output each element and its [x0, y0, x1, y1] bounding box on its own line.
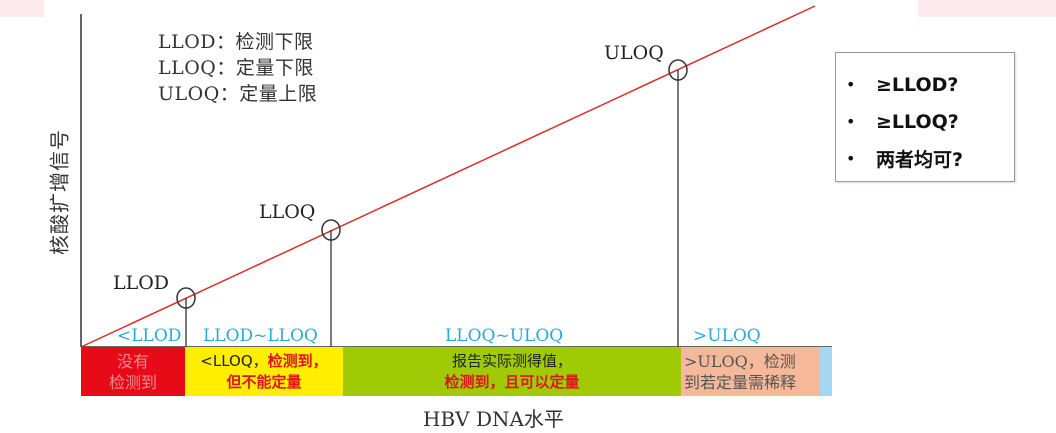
question-item: • ≥LLOD?: [846, 66, 1014, 103]
zone-not-detected-line2: 检测到: [108, 372, 157, 392]
top-left-decoration: [0, 0, 44, 17]
legend-lloq: LLOQ：定量下限: [158, 57, 314, 79]
zone-edge-strip: [820, 347, 832, 396]
y-axis-label: 核酸扩增信号: [47, 129, 72, 255]
legend-uloq: ULOQ：定量上限: [158, 83, 318, 105]
zone-quantifiable-line2: 检测到，且可以定量: [444, 372, 580, 391]
zone-detected-line1: <LLOQ，检测到，: [200, 351, 327, 372]
zone-above-uloq-line1: >ULOQ，检测: [684, 351, 796, 371]
bullet-icon: •: [846, 149, 856, 168]
question-box: • ≥LLOD? • ≥LLOQ? • 两者均可?: [835, 52, 1015, 182]
zone-quantifiable: 报告实际测得值， 检测到，且可以定量: [343, 347, 681, 396]
question-text: ≥LLOD?: [876, 73, 959, 96]
top-right-decoration: [918, 0, 1056, 17]
range-label-lloq-uloq: LLOQ~ULOQ: [445, 326, 564, 346]
zone-detected-line2: 但不能定量: [226, 372, 302, 391]
zone-above-uloq: >ULOQ，检测 到若定量需稀释: [681, 347, 820, 396]
zone-quantifiable-line1: 报告实际测得值，: [451, 351, 572, 370]
uloq-point-label: ULOQ: [604, 42, 664, 64]
zone-detected-not-quantified: <LLOQ，检测到， 但不能定量: [185, 347, 343, 396]
uloq-marker: [668, 59, 688, 81]
question-item: • 两者均可?: [846, 140, 1014, 177]
zone-not-detected-line1: 没有: [116, 351, 149, 371]
zone-not-detected: 没有 检测到: [81, 347, 185, 396]
question-text: 两者均可?: [876, 149, 964, 171]
question-item: • ≥LLOQ?: [846, 103, 1014, 140]
bullet-icon: •: [846, 75, 856, 94]
range-label-below-llod: <LLOD: [117, 326, 182, 346]
lloq-marker: [321, 219, 341, 241]
llod-marker: [176, 287, 196, 309]
zone-detected-emphasis: 检测到，: [267, 351, 328, 370]
zone-above-uloq-line2: 到若定量需稀释: [684, 372, 797, 392]
question-text: ≥LLOQ?: [876, 110, 959, 133]
x-axis-label: HBV DNA水平: [423, 407, 564, 431]
lloq-point-label: LLOQ: [259, 201, 316, 223]
bullet-icon: •: [846, 112, 856, 131]
signal-line: [80, 5, 816, 348]
legend-llod: LLOD：检测下限: [158, 31, 314, 53]
range-label-above-uloq: >ULOQ: [693, 326, 761, 346]
zone-detected-prefix: <LLOQ，: [200, 351, 268, 370]
range-label-llod-lloq: LLOD~LLOQ: [203, 326, 318, 346]
llod-point-label: LLOD: [113, 272, 170, 294]
